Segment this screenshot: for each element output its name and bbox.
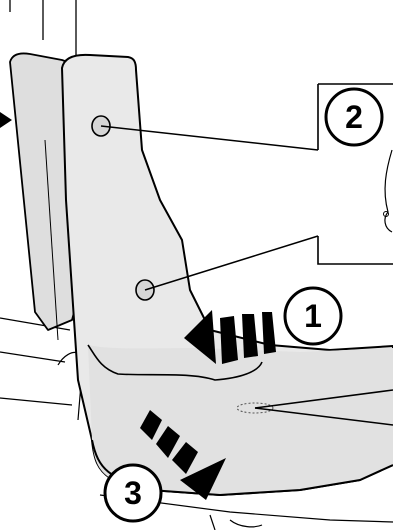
clip-slot [236,402,274,414]
pointer-arrow-icon [0,112,12,128]
detail-box [317,83,393,265]
seat-cushion [88,345,393,495]
callout-1: 1 [283,286,343,346]
callout-3: 3 [103,463,163,523]
curved-arrow-icon [184,310,276,364]
rear-panel [9,52,81,331]
callout-2-circle [324,87,384,147]
diagonal-arrow-icon [140,410,226,500]
callout-2-number: 2 [345,99,363,135]
detail-pin [383,211,389,217]
callout-3-circle [103,463,163,523]
post-structure [9,0,77,58]
rear-panel-edge [44,139,59,341]
callout-1-circle [283,286,343,346]
callout-3-number: 3 [124,475,142,511]
callout-2: 2 [324,87,384,147]
seat-fold-line [87,344,263,381]
callout-1-number: 1 [304,298,322,334]
